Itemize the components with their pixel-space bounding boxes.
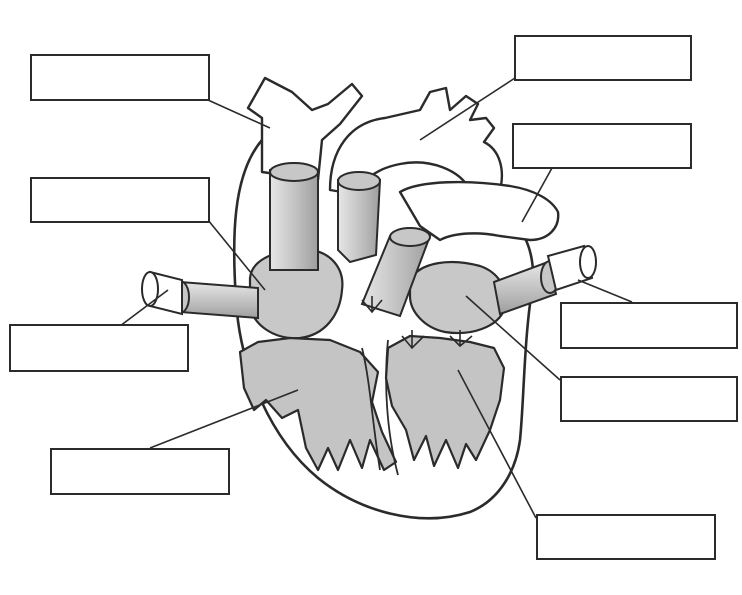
left-ventricle [386, 336, 504, 468]
label-box-bottom-right[interactable] [536, 514, 716, 560]
vena-cava-tube [270, 163, 318, 270]
aorta-tube [338, 172, 380, 262]
label-box-lower-left[interactable] [50, 448, 230, 495]
inferior-vena-cava-tube [142, 272, 258, 318]
label-box-middle-right[interactable] [560, 302, 738, 349]
label-box-lower-right[interactable] [560, 376, 738, 422]
left-atrium [410, 262, 506, 333]
label-box-top-left[interactable] [30, 54, 210, 101]
label-box-upper-right[interactable] [512, 123, 692, 169]
label-box-top-right[interactable] [514, 35, 692, 81]
label-box-middle-left[interactable] [9, 324, 189, 372]
label-box-upper-left[interactable] [30, 177, 210, 223]
